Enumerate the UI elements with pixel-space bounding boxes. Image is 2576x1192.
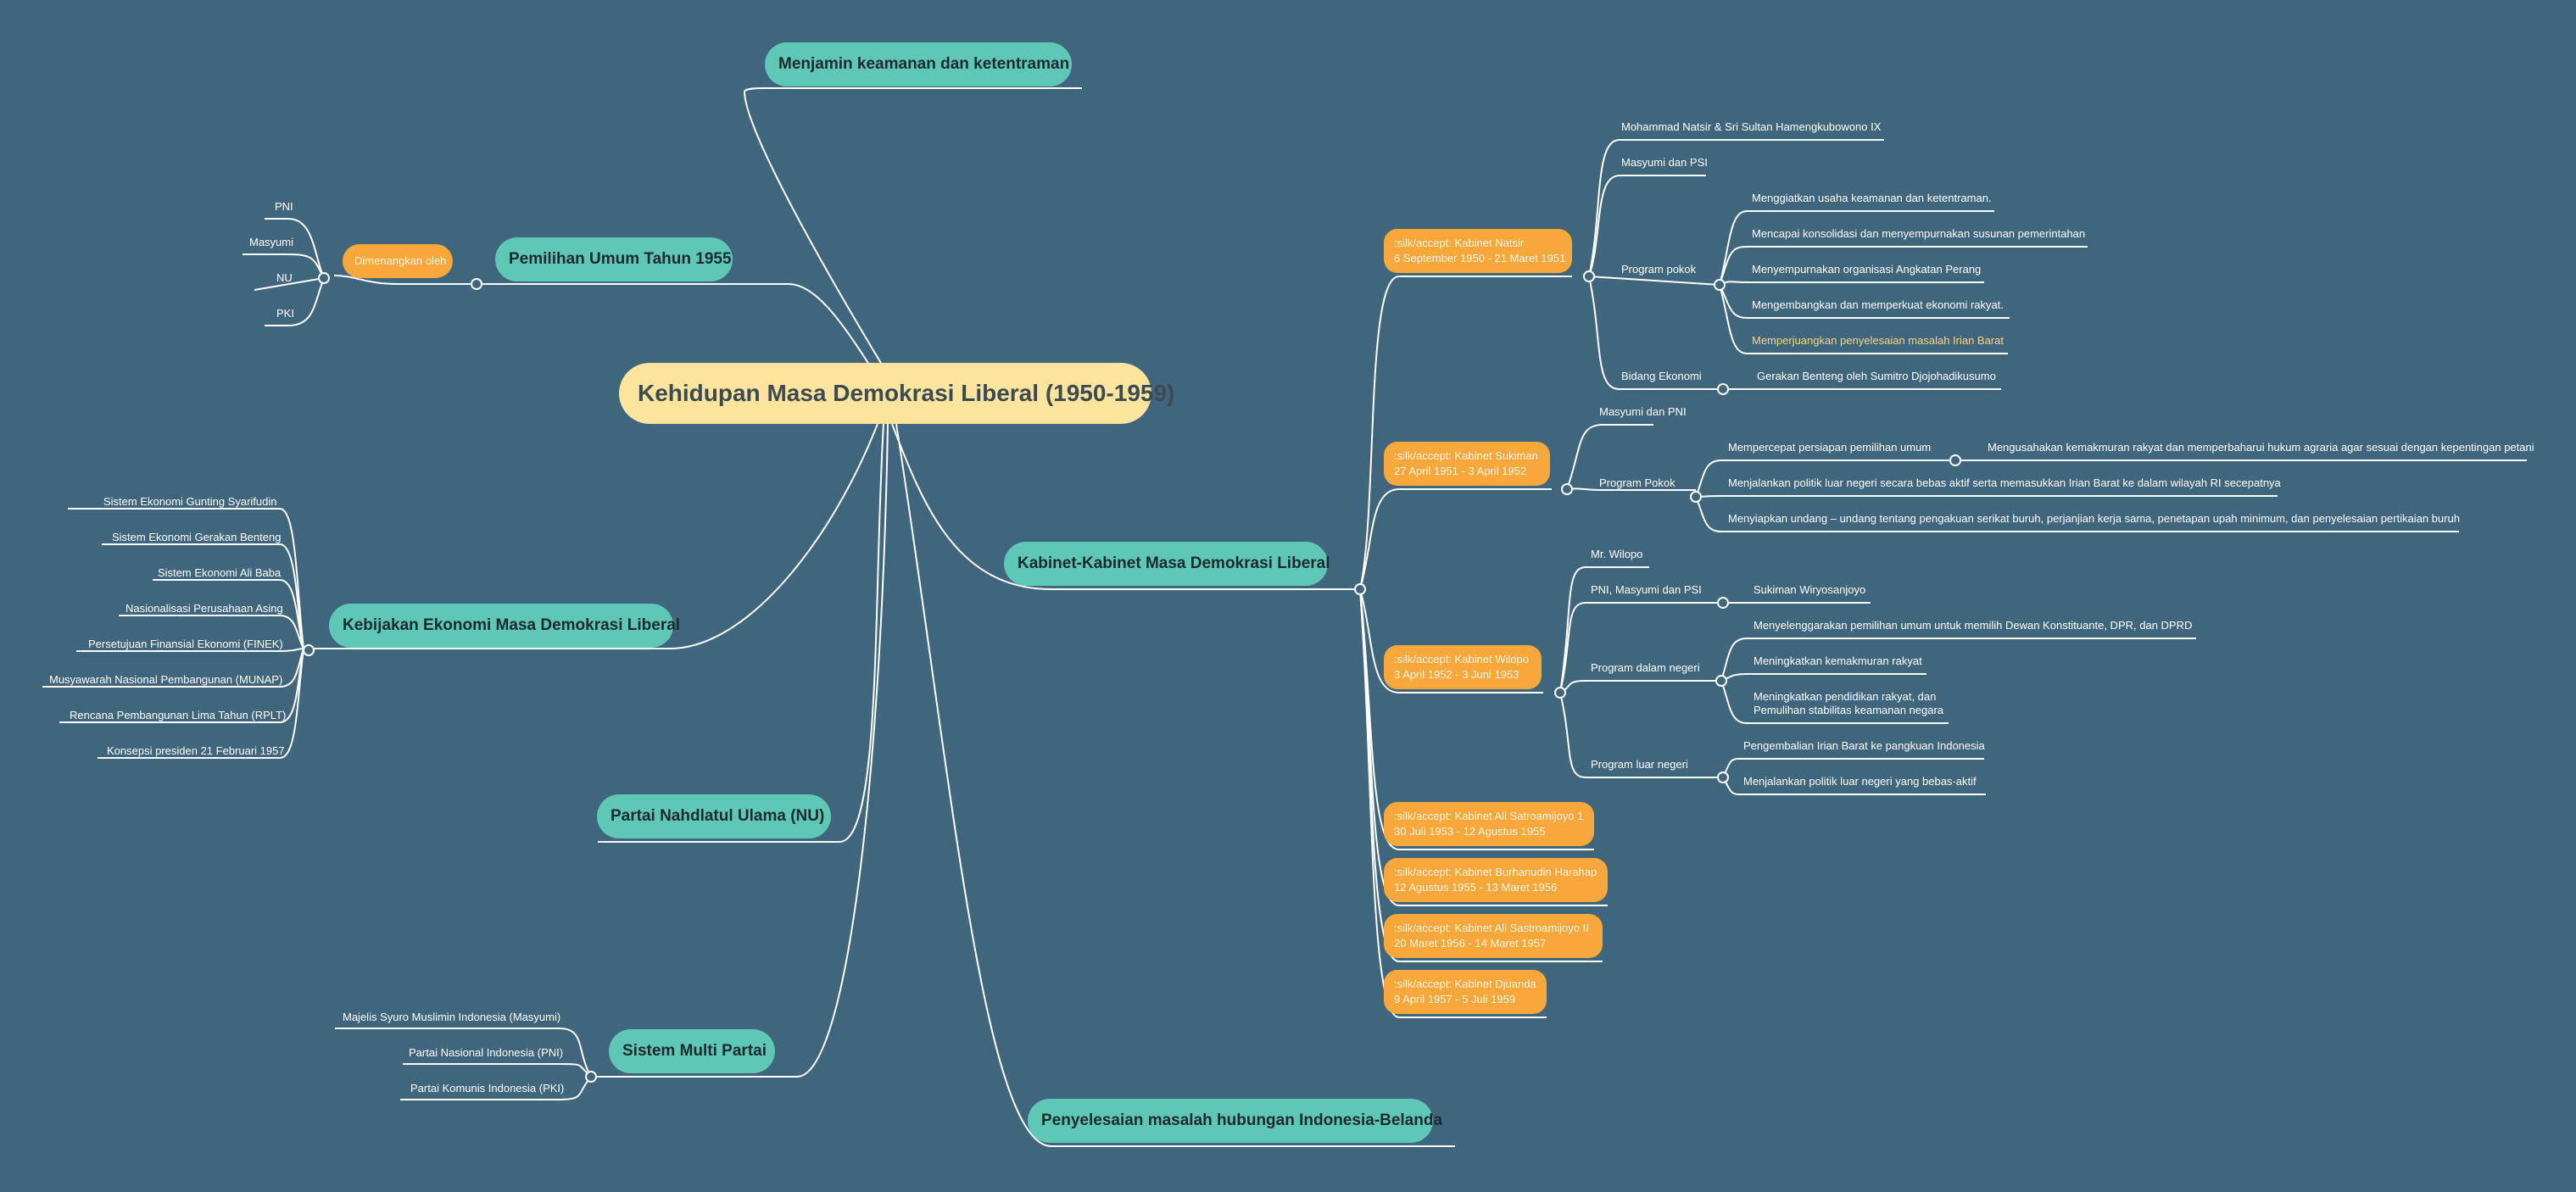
- kebijakan-item[interactable]: Persetujuan Finansial Ekonomi (FINEK): [88, 638, 283, 650]
- wilopo-dalam-label[interactable]: Program dalam negeri: [1591, 661, 1700, 674]
- sukiman-program-sub[interactable]: Mengusahakan kemakmuran rakyat dan mempe…: [1988, 441, 2534, 454]
- wilopo-tokoh[interactable]: Mr. Wilopo: [1591, 548, 1643, 560]
- wilopo-dalam-item[interactable]: Meningkatkan pendidikan rakyat, dan Pemu…: [1754, 690, 1944, 716]
- branch-multipartai[interactable]: Sistem Multi Partai: [609, 1029, 775, 1073]
- kebijakan-item[interactable]: Nasionalisasi Perusahaan Asing: [125, 602, 283, 615]
- wilopo-dalam-item[interactable]: Menyelenggarakan pemilihan umum untuk me…: [1754, 619, 2193, 632]
- natsir-partai[interactable]: Masyumi dan PSI: [1621, 156, 1708, 169]
- multipartai-item[interactable]: Majelis Syuro Muslimin Indonesia (Masyum…: [343, 1011, 561, 1023]
- kabinet-sukiman[interactable]: :silk/accept: Kabinet Sukiman 27 April 1…: [1384, 442, 1550, 486]
- pemilu-party[interactable]: NU: [276, 271, 293, 284]
- wilopo-luar-label[interactable]: Program luar negeri: [1591, 758, 1688, 771]
- natsir-ekonomi-label[interactable]: Bidang Ekonomi: [1621, 370, 1702, 382]
- sukiman-program-item[interactable]: Mempercepat persiapan pemilihan umum: [1728, 441, 1932, 454]
- natsir-tokoh[interactable]: Mohammad Natsir & Sri Sultan Hamengkubow…: [1621, 120, 1882, 133]
- link-root-pemilu: [477, 283, 870, 365]
- sukiman-program-item[interactable]: Menjalankan politik luar negeri secara b…: [1728, 476, 2281, 489]
- natsir-ekonomi[interactable]: Gerakan Benteng oleh Sumitro Djojohadiku…: [1757, 370, 1996, 382]
- wilopo-luar-item[interactable]: Menjalankan politik luar negeri yang beb…: [1743, 775, 1977, 788]
- kabinet-ali-2[interactable]: :silk/accept: Kabinet Ali Sastroamijoyo …: [1384, 914, 1603, 958]
- link-root-kebijakan: [305, 423, 878, 649]
- root-topic[interactable]: Kehidupan Masa Demokrasi Liberal (1950-1…: [619, 363, 1174, 424]
- kebijakan-item[interactable]: Sistem Ekonomi Gunting Syarifudin: [103, 495, 277, 508]
- wilopo-partai-sub[interactable]: Sukiman Wiryosanjoyo: [1754, 583, 1866, 596]
- link-root-keamanan: [743, 87, 1082, 365]
- sukiman-partai[interactable]: Masyumi dan PNI: [1599, 405, 1687, 418]
- kebijakan-item[interactable]: Sistem Ekonomi Gerakan Benteng: [112, 531, 282, 543]
- kebijakan-item[interactable]: Rencana Pembangunan Lima Tahun (RPLT): [70, 709, 287, 721]
- kebijakan-item[interactable]: Musyawarah Nasional Pembangunan (MUNAP): [49, 673, 283, 686]
- sukiman-program-label[interactable]: Program Pokok: [1599, 476, 1676, 489]
- link-root-nu: [598, 423, 884, 843]
- branch-keamanan[interactable]: Menjamin keamanan dan ketentraman: [765, 42, 1072, 86]
- multipartai-item[interactable]: Partai Nasional Indonesia (PNI): [409, 1046, 564, 1059]
- kabinet-burhanudin[interactable]: :silk/accept: Kabinet Burhanudin Harahap…: [1384, 858, 1608, 902]
- branch-belanda[interactable]: Penyelesaian masalah hubungan Indonesia-…: [1028, 1099, 1442, 1143]
- pemilu-party[interactable]: PKI: [276, 307, 294, 320]
- link-root-kabinet: [891, 423, 1360, 590]
- natsir-program-item[interactable]: Menggiatkan usaha keamanan dan ketentram…: [1752, 192, 1992, 204]
- pemilu-winner-label[interactable]: Dimenangkan oleh: [343, 244, 453, 278]
- branch-pemilu[interactable]: Pemilihan Umum Tahun 1955: [495, 237, 733, 281]
- natsir-program-item[interactable]: Menyempurnakan organisasi Angkatan Peran…: [1752, 263, 1982, 276]
- natsir-program-item[interactable]: Mengembangkan dan memperkuat ekonomi rak…: [1752, 298, 2004, 311]
- kabinet-wilopo[interactable]: :silk/accept: Kabinet Wilopo 3 April 195…: [1384, 645, 1542, 689]
- branch-kebijakan[interactable]: Kebijakan Ekonomi Masa Demokrasi Liberal: [329, 604, 680, 648]
- natsir-program-item[interactable]: Memperjuangkan penyelesaian masalah Iria…: [1752, 334, 2004, 347]
- link-root-belanda: [895, 423, 1455, 1147]
- link-root-multipartai: [591, 423, 889, 1078]
- kabinet-natsir[interactable]: :silk/accept: Kabinet Natsir 6 September…: [1384, 229, 1572, 273]
- wilopo-partai[interactable]: PNI, Masyumi dan PSI: [1591, 583, 1702, 596]
- kabinet-djuanda[interactable]: :silk/accept: Kabinet Djuanda 9 April 19…: [1384, 970, 1547, 1014]
- pemilu-party[interactable]: Masyumi: [249, 236, 294, 248]
- kebijakan-item[interactable]: Sistem Ekonomi Ali Baba: [158, 566, 282, 579]
- natsir-program-item[interactable]: Mencapai konsolidasi dan menyempurnakan …: [1752, 227, 2086, 240]
- sukiman-program-item[interactable]: Menyiapkan undang – undang tentang penga…: [1728, 512, 2460, 525]
- pemilu-party[interactable]: PNI: [275, 200, 293, 213]
- branch-nu[interactable]: Partai Nahdlatul Ulama (NU): [597, 794, 831, 838]
- wilopo-luar-item[interactable]: Pengembalian Irian Barat ke pangkuan Ind…: [1743, 739, 1985, 752]
- kabinet-ali-1[interactable]: :silk/accept: Kabinet Ali Satroamijoyo 1…: [1384, 802, 1594, 846]
- multipartai-item[interactable]: Partai Komunis Indonesia (PKI): [410, 1082, 565, 1095]
- natsir-program-label[interactable]: Program pokok: [1621, 263, 1697, 276]
- branch-kabinet[interactable]: Kabinet-Kabinet Masa Demokrasi Liberal: [1004, 542, 1330, 586]
- wilopo-dalam-item[interactable]: Meningkatkan kemakmuran rakyat: [1754, 654, 1922, 667]
- kebijakan-item[interactable]: Konsepsi presiden 21 Februari 1957: [107, 744, 285, 757]
